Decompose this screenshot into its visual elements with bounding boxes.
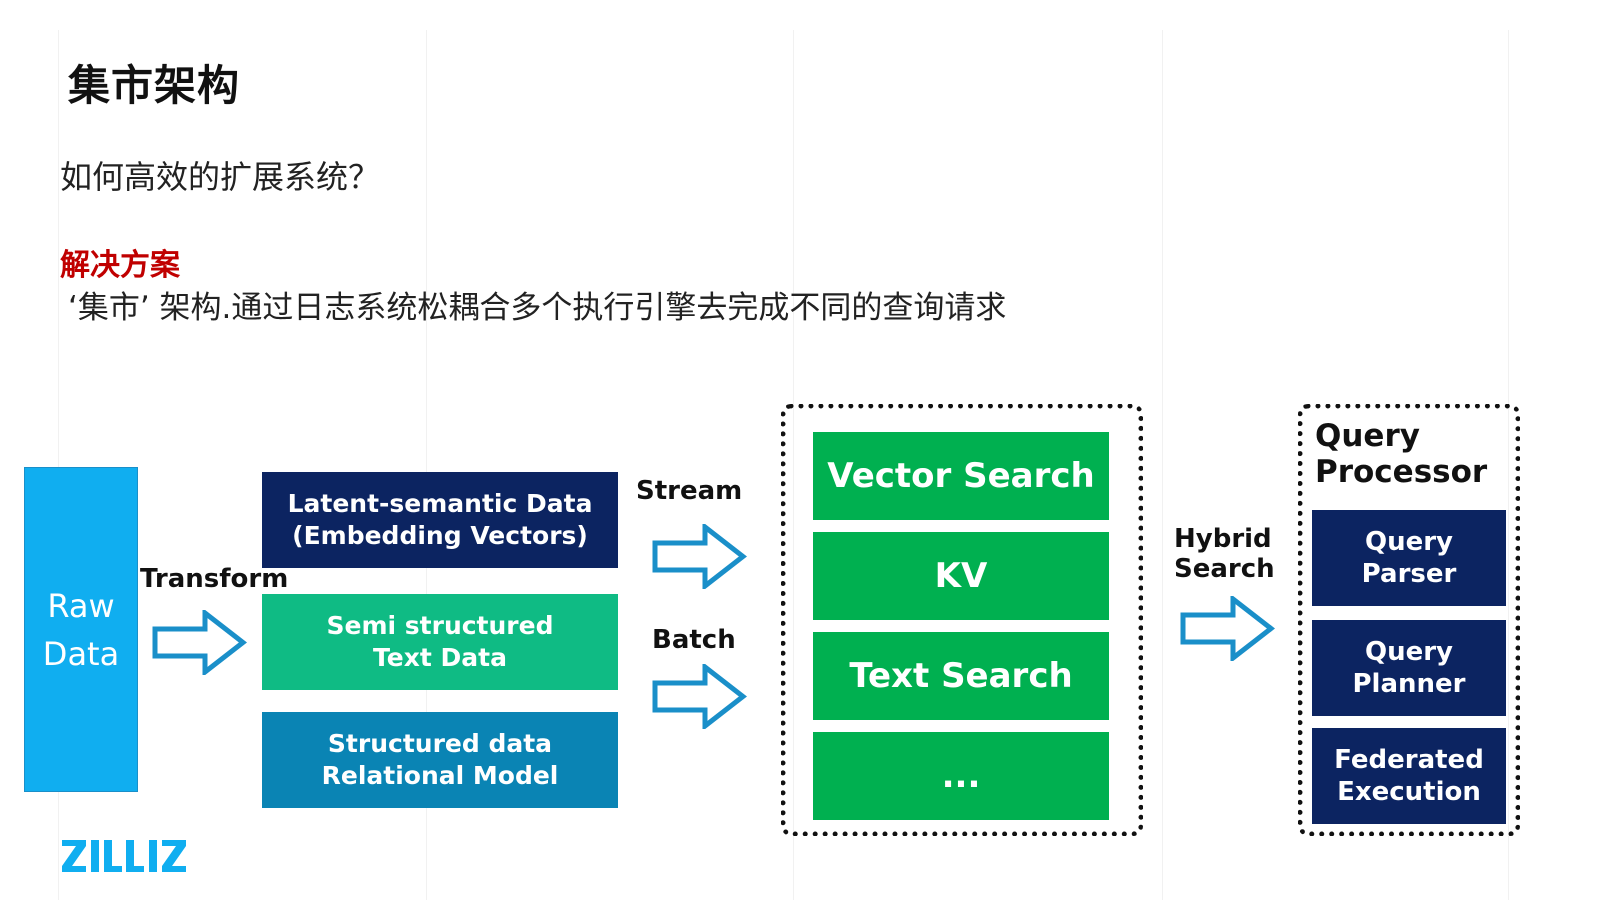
guide-line (58, 30, 59, 900)
raw-data-box: Raw Data (24, 467, 138, 792)
query-parser-box: Query Parser (1312, 510, 1506, 606)
transform-arrow-icon (152, 610, 247, 675)
structured-data-box: Structured data Relational Model (262, 712, 618, 808)
more-engines: ... (813, 732, 1109, 820)
slide-question: 如何高效的扩展系统？ (60, 158, 381, 196)
guide-line (1162, 30, 1163, 900)
guide-line (426, 30, 427, 900)
latent-semantic-data-box: Latent-semantic Data (Embedding Vectors) (262, 472, 618, 568)
slide-title: 集市架构 (68, 61, 241, 110)
hybrid-search-arrow-icon (1180, 596, 1275, 661)
stream-label: Stream (636, 476, 743, 506)
solution-label: 解决方案 (60, 248, 180, 283)
vector-search-engine: Vector Search (813, 432, 1109, 520)
batch-label: Batch (652, 625, 736, 655)
query-processor-title: Query Processor (1315, 418, 1488, 490)
transform-label: Transform (140, 564, 289, 594)
federated-execution-box: Federated Execution (1312, 728, 1506, 824)
solution-text: ‘集市’ 架构.通过日志系统松耦合多个执行引擎去完成不同的查询请求 (68, 290, 1007, 326)
zilliz-logo (62, 840, 186, 872)
query-processor-frame (1298, 404, 1520, 836)
text-search-engine: Text Search (813, 632, 1109, 720)
execution-engines-frame (781, 404, 1143, 836)
batch-arrow-icon (652, 664, 747, 729)
guide-line (793, 30, 794, 900)
query-planner-box: Query Planner (1312, 620, 1506, 716)
guide-line (1508, 30, 1509, 900)
kv-engine: KV (813, 532, 1109, 620)
semi-structured-data-box: Semi structured Text Data (262, 594, 618, 690)
hybrid-search-label: Hybrid Search (1174, 524, 1275, 584)
stream-arrow-icon (652, 524, 747, 589)
